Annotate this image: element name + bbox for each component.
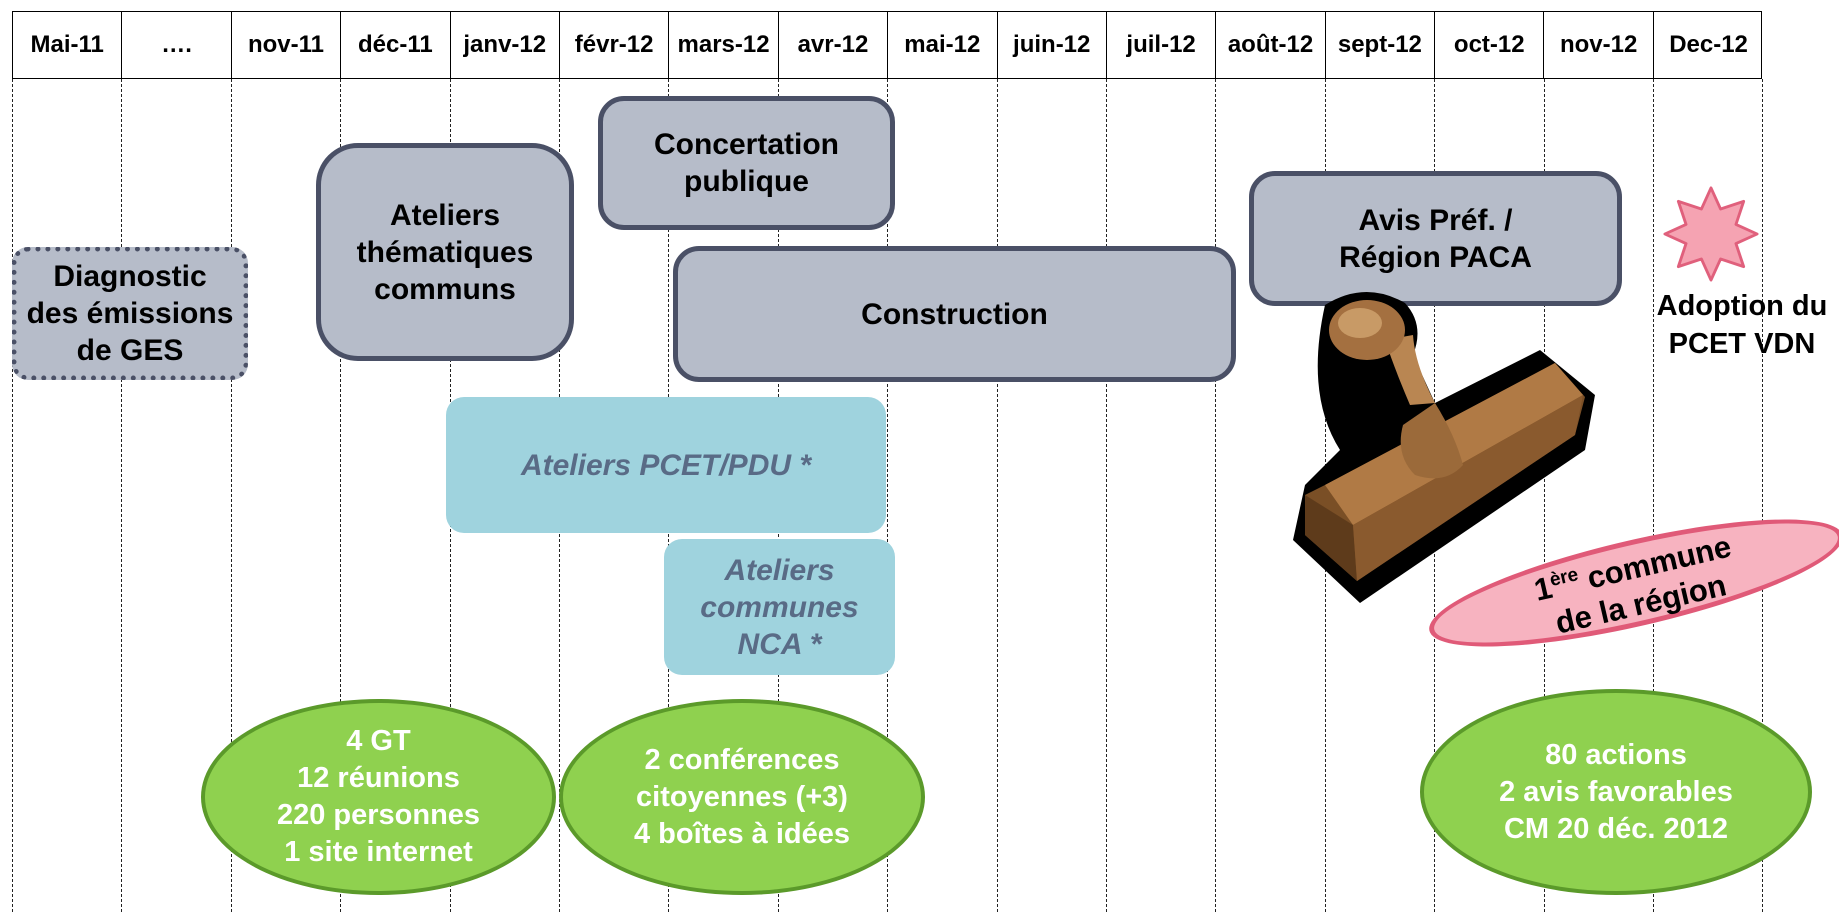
month-cell: avr-12 — [779, 12, 889, 78]
timeline-header: Mai-11 …. nov-11 déc-11 janv-12 févr-12 … — [12, 11, 1762, 79]
month-cell: déc-11 — [341, 12, 451, 78]
outcome-conferences: 2 conférences citoyennes (+3) 4 boîtes à… — [559, 699, 925, 895]
phase-line: Diagnostic — [53, 260, 207, 293]
month-cell: sept-12 — [1326, 12, 1436, 78]
grid-line — [231, 79, 232, 912]
outcome-line: 2 avis favorables — [1499, 775, 1733, 808]
month-cell: mai-12 — [888, 12, 998, 78]
month-cell: août-12 — [1216, 12, 1326, 78]
outcome-line: 2 conférences — [644, 743, 840, 776]
phase-line: Ateliers — [389, 198, 501, 232]
workshop-line: NCA * — [737, 627, 822, 661]
workshop-line: communes — [700, 590, 859, 624]
outcome-participation: 4 GT 12 réunions 220 personnes 1 site in… — [201, 699, 556, 895]
phase-label: Construction — [861, 297, 1048, 331]
grid-line — [1544, 79, 1545, 912]
outcome-line: 4 GT — [346, 725, 411, 757]
grid-line — [887, 79, 888, 912]
grid-line — [1106, 79, 1107, 912]
month-cell: janv-12 — [451, 12, 560, 78]
phase-line: communs — [374, 272, 516, 306]
month-cell: juin-12 — [998, 12, 1107, 78]
grid-line — [121, 79, 122, 912]
grid-line — [1762, 79, 1763, 912]
outcome-line: 220 personnes — [276, 799, 481, 831]
workshop-pcet-pdu: Ateliers PCET/PDU * — [446, 397, 886, 533]
outcome-line: 4 boîtes à idées — [634, 817, 850, 850]
phase-line: Région PACA — [1339, 240, 1532, 274]
phase-ateliers-thematiques: Ateliers thématiques communs — [316, 143, 574, 361]
month-cell: juil-12 — [1107, 12, 1217, 78]
phase-diagnostic: Diagnostic des émissions de GES — [12, 247, 248, 380]
adoption-label: Adoption du PCET VDN — [1645, 287, 1839, 363]
phase-line: Concertation — [653, 128, 839, 161]
phase-line: de GES — [76, 334, 184, 367]
month-cell: nov-11 — [232, 12, 342, 78]
grid-line — [1215, 79, 1216, 912]
outcome-line: citoyennes (+3) — [636, 780, 848, 813]
outcome-line: 80 actions — [1545, 738, 1687, 771]
month-cell: oct-12 — [1435, 12, 1545, 78]
grid-line — [1653, 79, 1654, 912]
phase-line: Avis Préf. / — [1358, 203, 1513, 237]
month-cell: Mai-11 — [13, 12, 123, 78]
month-cell: mars-12 — [669, 12, 779, 78]
outcome-actions: 80 actions 2 avis favorables CM 20 déc. … — [1420, 689, 1812, 895]
grid-line — [12, 79, 13, 912]
phase-construction: Construction — [673, 246, 1236, 382]
month-cell: …. — [122, 12, 232, 78]
phase-avis: Avis Préf. / Région PACA — [1249, 171, 1622, 306]
month-cell: nov-12 — [1544, 12, 1654, 78]
adoption-line: PCET VDN — [1668, 328, 1816, 360]
workshop-communes-nca: Ateliers communes NCA * — [664, 539, 895, 675]
workshop-line: Ateliers — [724, 553, 835, 587]
workshop-label: Ateliers PCET/PDU * — [520, 448, 812, 482]
phase-line: des émissions — [26, 297, 234, 330]
phase-concertation: Concertation publique — [598, 96, 895, 230]
rubber-stamp-icon — [1293, 291, 1595, 603]
adoption-line: Adoption du — [1656, 290, 1828, 322]
month-cell: févr-12 — [560, 12, 670, 78]
star-icon — [1663, 186, 1759, 282]
phase-line: thématiques — [356, 235, 534, 269]
outcome-line: 1 site internet — [284, 836, 473, 868]
phase-line: publique — [684, 165, 809, 198]
month-cell: Dec-12 — [1669, 31, 1748, 58]
outcome-line: 12 réunions — [297, 762, 460, 794]
outcome-line: CM 20 déc. 2012 — [1503, 812, 1729, 845]
grid-line — [340, 79, 341, 912]
grid-line — [997, 79, 998, 912]
